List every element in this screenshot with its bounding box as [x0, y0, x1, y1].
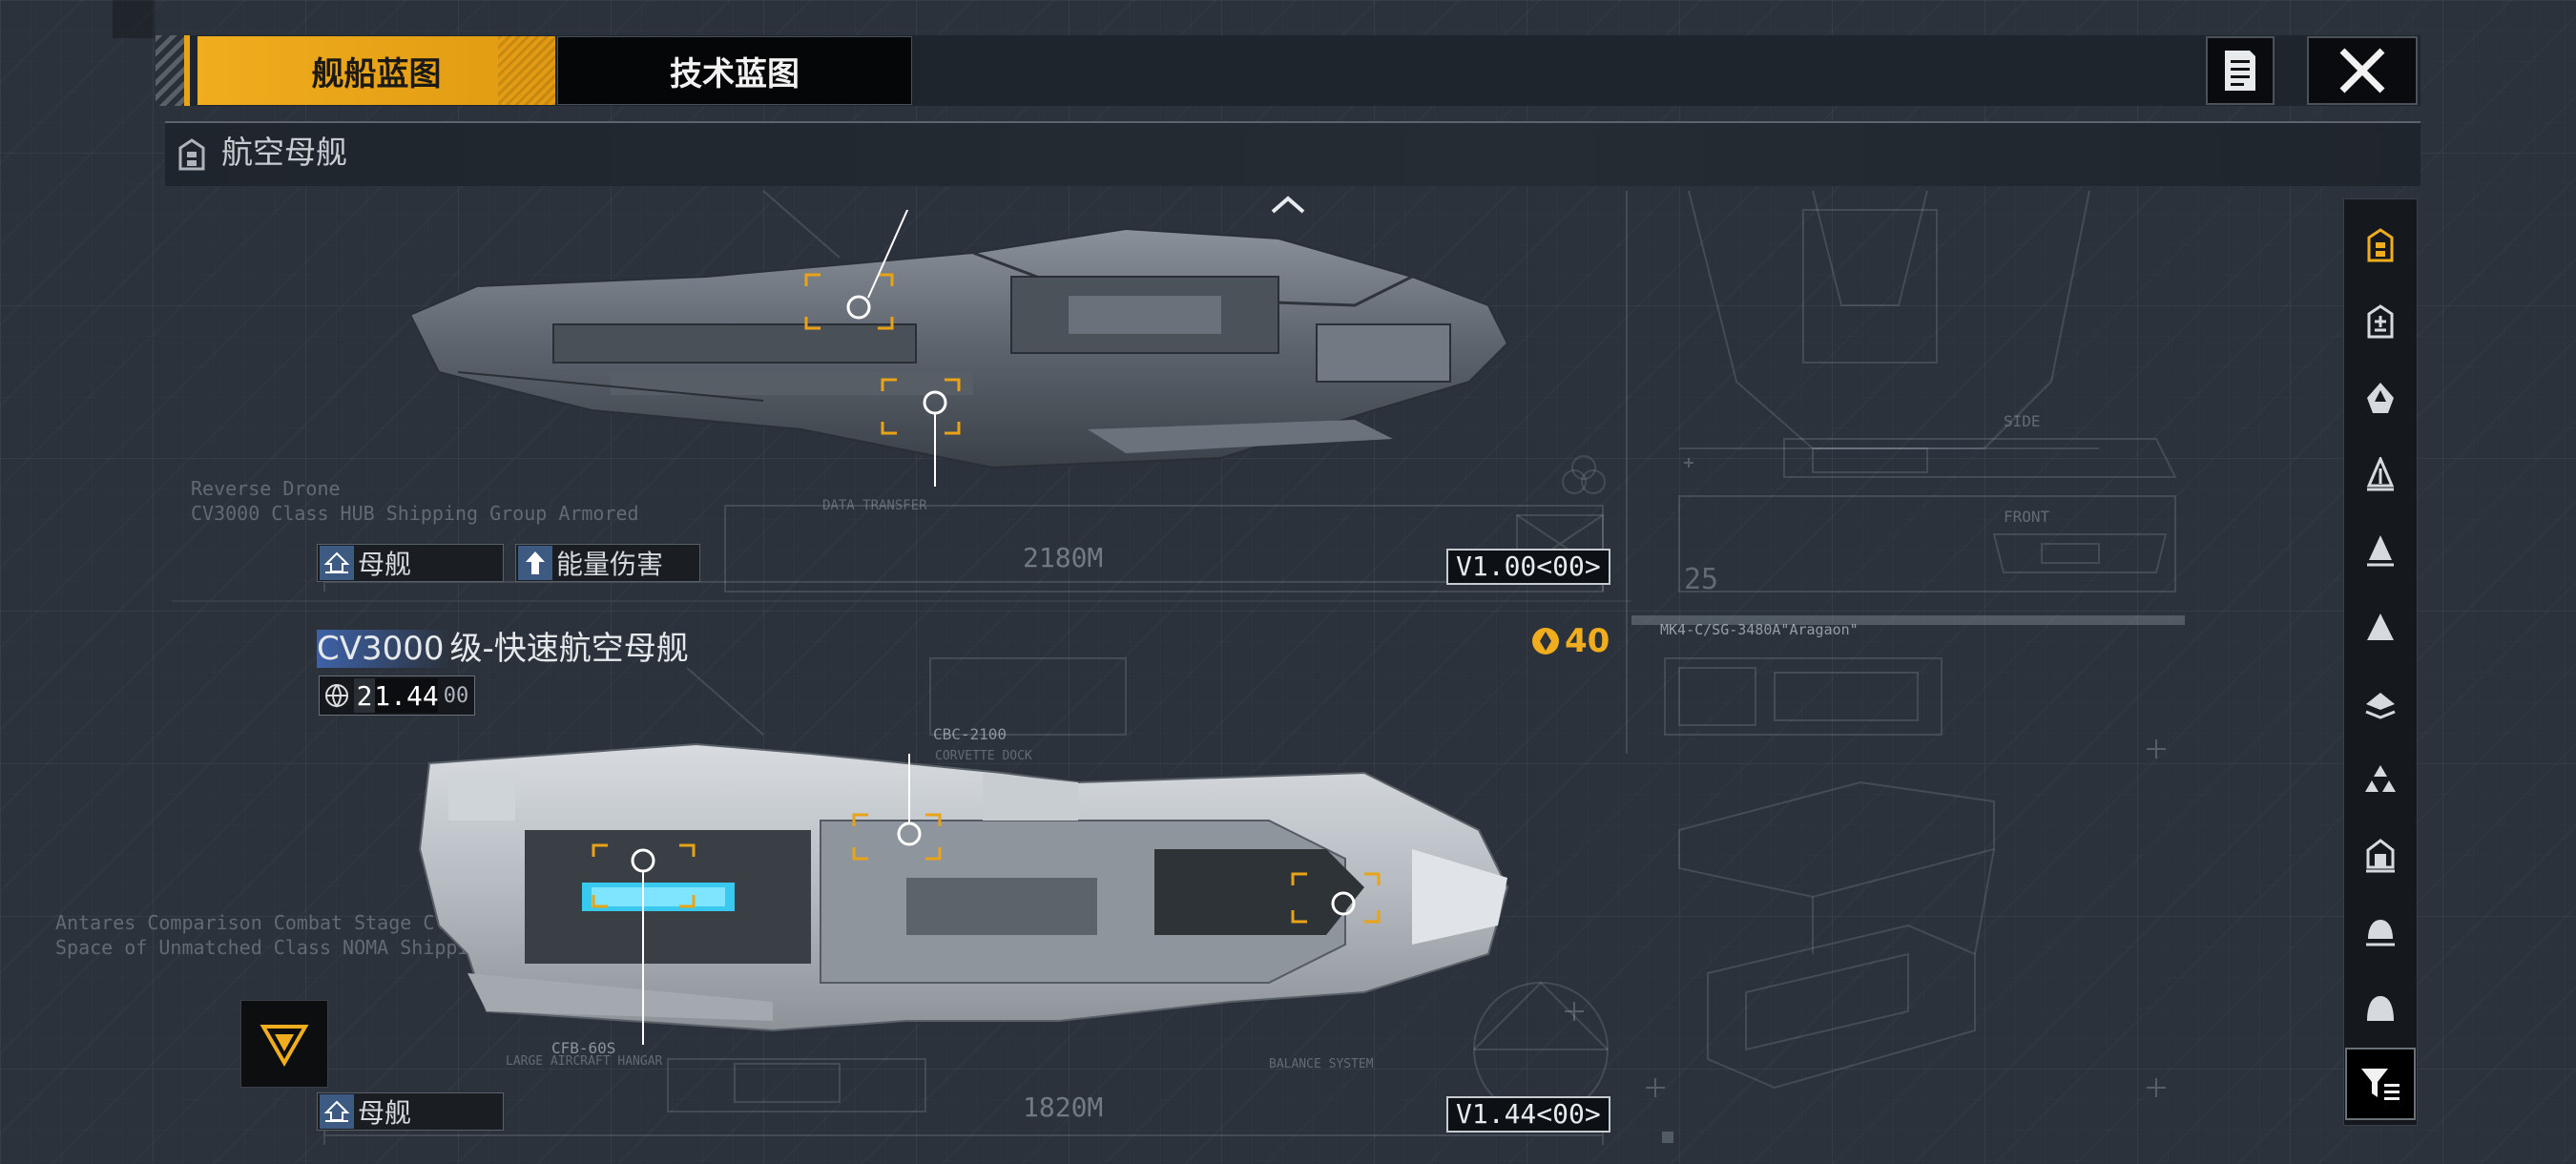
- carrier-class-icon: [320, 1094, 354, 1129]
- ship-class-icon: [2365, 765, 2396, 792]
- cost-coin-icon: [1532, 628, 1559, 655]
- sidebar-item-type-4[interactable]: [2344, 438, 2417, 510]
- ship-model-1[interactable]: [401, 210, 1527, 496]
- ship2-cost: 40: [1530, 622, 1610, 660]
- hazard-stripe: [156, 35, 184, 106]
- bp-text-25: 25: [1684, 563, 1719, 596]
- bp-text-corvette: CORVETTE DOCK: [935, 749, 1032, 763]
- tab-tech-blueprint[interactable]: 技术蓝图: [557, 36, 912, 105]
- ship1-tag-damage[interactable]: 能量伤害: [515, 544, 700, 582]
- sidebar-item-type-3[interactable]: [2344, 362, 2417, 434]
- ship-class-icon: [2367, 304, 2394, 339]
- document-icon: [2225, 51, 2255, 91]
- sidebar-item-type-10[interactable]: [2344, 896, 2417, 968]
- ship1-tag-damage-label: 能量伤害: [556, 549, 664, 580]
- filter-icon: [2361, 1069, 2399, 1100]
- module-label-cfb: CFB-60S: [551, 1039, 616, 1057]
- sidebar-item-type-5[interactable]: [2344, 514, 2417, 587]
- ship-type-sidebar: [2343, 198, 2418, 1126]
- close-button[interactable]: [2307, 36, 2418, 105]
- globe-icon: [320, 678, 354, 713]
- sidebar-item-type-9[interactable]: [2344, 820, 2417, 892]
- ship-class-icon: [2367, 535, 2394, 567]
- ship2-stat-box: 2 1.44 00: [319, 676, 475, 716]
- bp-text-data-transfer: DATA TRANSFER: [822, 498, 927, 513]
- ship-class-icon: [2366, 839, 2395, 873]
- bp-text-front: FRONT: [2004, 508, 2050, 526]
- ship2-tag-class-label: 母舰: [358, 1097, 412, 1129]
- module-label-cbc: CBC-2100: [933, 725, 1008, 743]
- category-bar: [165, 121, 2420, 186]
- arrow-up-icon: [518, 546, 552, 580]
- close-icon: [2339, 48, 2385, 94]
- bp-text-left1a: Reverse Drone: [191, 477, 341, 500]
- notes-button[interactable]: [2206, 36, 2275, 105]
- ship2-length: 1820M: [1023, 1091, 1104, 1123]
- ship-model-2[interactable]: [410, 735, 1517, 1050]
- ship-class-icon: [2367, 996, 2394, 1021]
- ship2-cost-value: 40: [1565, 622, 1610, 660]
- carrier-category-icon: [178, 138, 205, 171]
- ship-class-icon: [2367, 383, 2394, 413]
- triangle-down-icon: [260, 1025, 309, 1067]
- sidebar-item-type-6[interactable]: [2344, 591, 2417, 663]
- ship2-stat-count: 2: [354, 678, 375, 713]
- chevron-up-icon: [1271, 196, 1305, 214]
- sidebar-item-carrier[interactable]: [2344, 209, 2417, 281]
- ship2-title-prefix: CV3000: [317, 630, 450, 668]
- module-label-mk4: MK4-C/SG-3480A"Aragaon": [1660, 621, 1859, 638]
- ship2-tag-class[interactable]: 母舰: [317, 1092, 504, 1131]
- ship1-version: V1.00<00>: [1446, 549, 1610, 585]
- bp-text-side: SIDE: [2004, 412, 2041, 430]
- collapse-button[interactable]: [240, 1000, 328, 1088]
- ship-class-icon: [2365, 693, 2396, 719]
- ship2-stat-value: 1.44: [374, 678, 439, 713]
- bp-text-hangar: LARGE AIRCRAFT HANGAR: [506, 1054, 663, 1069]
- sidebar-item-type-2[interactable]: [2344, 285, 2417, 358]
- bp-text-left2a: Antares Comparison Combat Stage Class: [55, 911, 481, 934]
- ship2-title-suffix: 级-快速航空母舰: [449, 630, 689, 668]
- accent-stripe: [184, 35, 190, 106]
- ship-class-icon: [2366, 920, 2395, 946]
- sidebar-item-type-7[interactable]: [2344, 667, 2417, 739]
- carrier-class-icon: [320, 546, 354, 580]
- ship2-version: V1.44<00>: [1446, 1096, 1610, 1133]
- ship-class-icon: [2367, 613, 2394, 640]
- ship1-length: 2180M: [1023, 542, 1104, 573]
- carrier-category-icon: [2367, 228, 2394, 262]
- tab-ship-blueprint[interactable]: 舰船蓝图: [197, 36, 555, 105]
- bp-text-balance: BALANCE SYSTEM: [1269, 1057, 1374, 1071]
- ship-class-icon: [2366, 457, 2395, 491]
- category-title: 航空母舰: [221, 134, 347, 171]
- filter-button[interactable]: [2345, 1048, 2416, 1120]
- ship2-stat-decimal: 00: [443, 683, 469, 708]
- ship1-tag-class[interactable]: 母舰: [317, 544, 504, 582]
- sidebar-item-type-11[interactable]: [2344, 972, 2417, 1045]
- bp-text-left1b: CV3000 Class HUB Shipping Group Armored: [191, 502, 639, 525]
- ship1-tag-class-label: 母舰: [358, 549, 412, 580]
- sidebar-item-type-8[interactable]: [2344, 743, 2417, 816]
